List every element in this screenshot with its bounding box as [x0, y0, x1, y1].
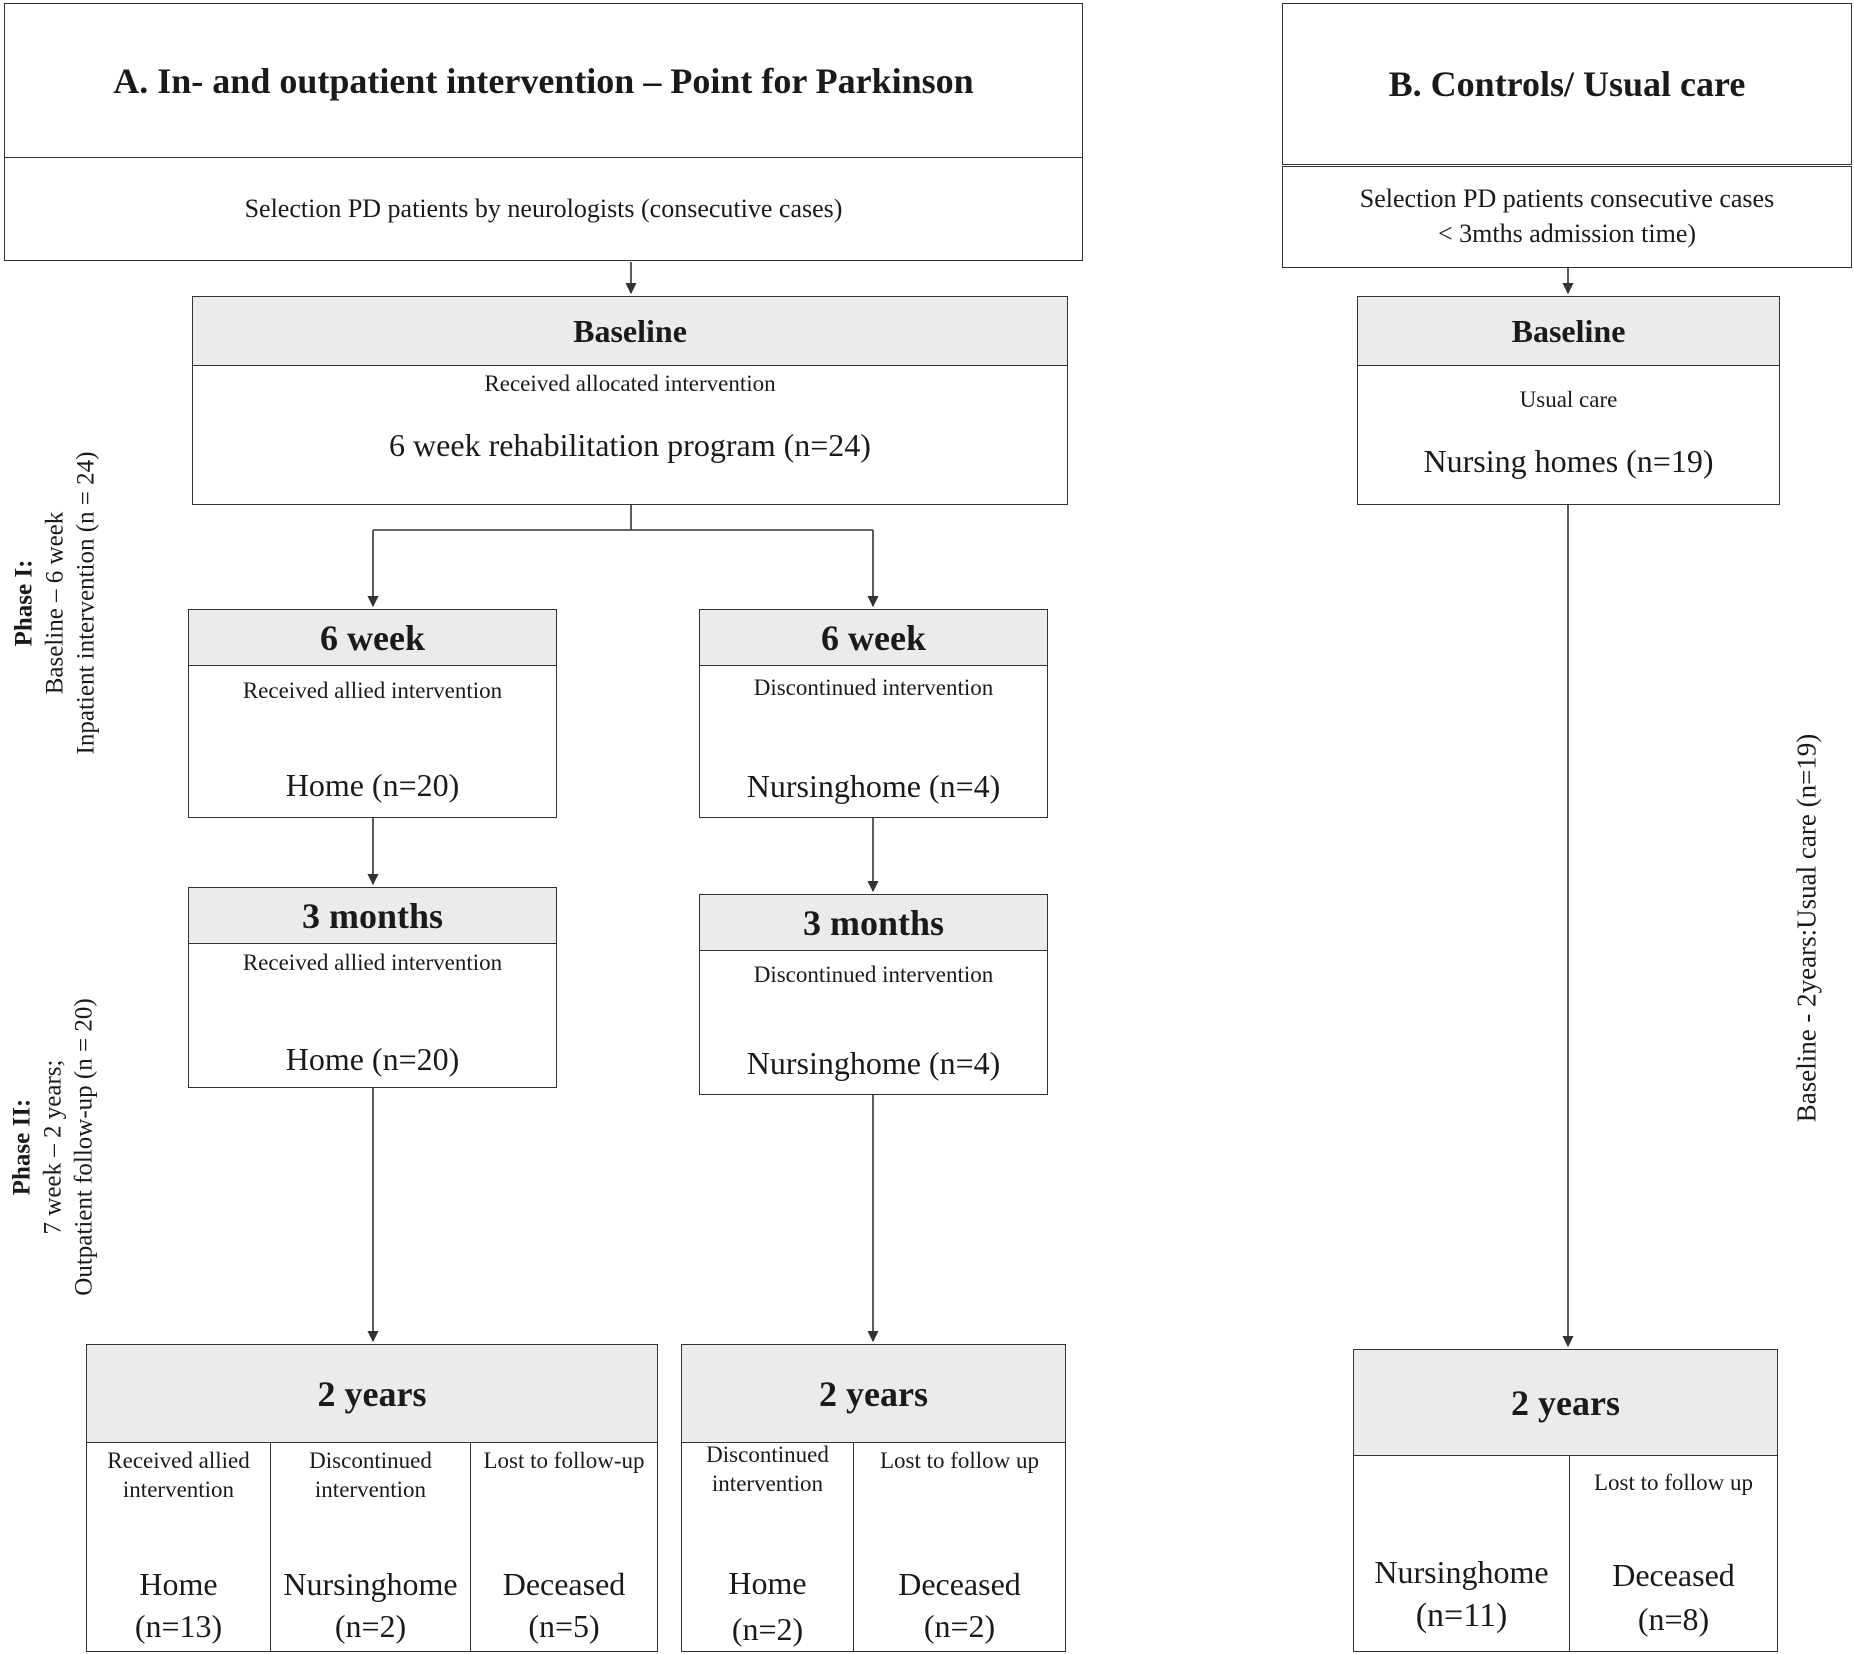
- week6-left-box: 6 week Received allied intervention Home…: [188, 609, 557, 818]
- panel-b-selection: Selection PD patients consecutive cases …: [1283, 181, 1851, 251]
- col-value-2: (n=2): [334, 1608, 407, 1644]
- years2-left-col-3: Lost to follow-up Deceased (n=5): [471, 1443, 657, 1651]
- panel-b-selection-box: Selection PD patients consecutive cases …: [1282, 166, 1852, 268]
- baseline-b-main: Nursing homes (n=19): [1423, 443, 1714, 479]
- years2-right-col-1: Discontinued intervention Home (n=2): [682, 1442, 854, 1651]
- years2-right-col-2: Lost to follow up Deceased (n=2): [854, 1443, 1065, 1651]
- months3-right-header: 3 months: [700, 895, 1047, 951]
- col-value-2: (n=2): [923, 1608, 996, 1644]
- col-value-1: Home: [139, 1566, 218, 1602]
- panel-b-selection-line-1: Selection PD patients consecutive cases: [1359, 184, 1775, 213]
- col-label-2: intervention: [711, 1471, 824, 1496]
- week6-right-box: 6 week Discontinued intervention Nursing…: [699, 609, 1048, 818]
- baseline-box-b: Baseline Usual care Nursing homes (n=19): [1357, 296, 1780, 505]
- years2-left-header: 2 years: [87, 1345, 657, 1443]
- months3-left-box: 3 months Received allied intervention Ho…: [188, 887, 557, 1088]
- panel-a-title-box: A. In- and outpatient intervention – Poi…: [4, 3, 1083, 261]
- col-value-1: Home: [728, 1565, 807, 1601]
- months3-right-box: 3 months Discontinued intervention Nursi…: [699, 894, 1048, 1095]
- years2-right-header: 2 years: [682, 1345, 1065, 1443]
- col-value-1: Nursinghome: [1374, 1554, 1549, 1590]
- col-value-2: (n=11): [1415, 1597, 1508, 1634]
- col-value-2: (n=2): [731, 1611, 804, 1647]
- week6-left-header: 6 week: [189, 610, 556, 666]
- years2-left-col-2: Discontinued intervention Nursinghome (n…: [271, 1443, 471, 1651]
- col-value-2: (n=13): [134, 1608, 223, 1644]
- col-value-1: Deceased: [502, 1566, 626, 1602]
- col-label-1: Discontinued: [309, 1448, 432, 1473]
- years2-left-columns: Received allied intervention Home (n=13)…: [87, 1443, 657, 1651]
- baseline-b-subtitle: Usual care: [1519, 387, 1618, 412]
- years2-left-col-1: Received allied intervention Home (n=13): [87, 1443, 271, 1651]
- years2-right-box: 2 years Discontinued intervention Home (…: [681, 1344, 1066, 1652]
- months3-right-subtitle: Discontinued intervention: [753, 962, 994, 987]
- col-label-1: Lost to follow-up: [483, 1448, 645, 1473]
- col-label-1: Received allied: [107, 1448, 250, 1473]
- years2-b-col-1: Nursinghome (n=11): [1354, 1456, 1570, 1651]
- years2-b-columns: Nursinghome (n=11) Lost to follow up Dec…: [1354, 1456, 1777, 1651]
- months3-left-subtitle: Received allied intervention: [242, 950, 503, 975]
- col-value-1: Nursinghome: [283, 1566, 458, 1602]
- panel-a-selection: Selection PD patients by neurologists (c…: [244, 194, 843, 223]
- week6-left-subtitle: Received allied intervention: [242, 678, 503, 703]
- panel-b-title-box: B. Controls/ Usual care: [1282, 3, 1852, 165]
- col-label-1: Discontinued: [706, 1442, 829, 1467]
- years2-right-columns: Discontinued intervention Home (n=2) Los…: [682, 1442, 1065, 1651]
- years2-b-col-2: Lost to follow up Deceased (n=8): [1570, 1456, 1777, 1651]
- panel-b-selection-line-2: < 3mths admission time): [1437, 219, 1697, 248]
- week6-left-main: Home (n=20): [285, 767, 460, 803]
- months3-right-main: Nursinghome (n=4): [746, 1045, 1001, 1081]
- baseline-subtitle: Received allocated intervention: [484, 371, 776, 396]
- col-label-1: Lost to follow up: [1593, 1470, 1754, 1495]
- week6-right-header: 6 week: [700, 610, 1047, 666]
- panel-b-title: B. Controls/ Usual care: [1388, 64, 1746, 104]
- baseline-b-header: Baseline: [1358, 297, 1779, 366]
- years2-b-header: 2 years: [1354, 1350, 1777, 1456]
- months3-left-header: 3 months: [189, 888, 556, 944]
- baseline-header: Baseline: [193, 297, 1067, 366]
- col-label-2: intervention: [314, 1477, 427, 1502]
- panel-a-title: A. In- and outpatient intervention – Poi…: [5, 4, 1082, 158]
- baseline-main: 6 week rehabilitation program (n=24): [389, 427, 871, 463]
- col-value-1: Deceased: [1612, 1557, 1735, 1593]
- week6-right-subtitle: Discontinued intervention: [753, 675, 994, 700]
- col-label-2: intervention: [122, 1477, 235, 1502]
- col-value-2: (n=8): [1637, 1601, 1710, 1637]
- years2-left-box: 2 years Received allied intervention Hom…: [86, 1344, 658, 1652]
- months3-left-main: Home (n=20): [285, 1041, 460, 1077]
- col-value-1: Deceased: [898, 1566, 1021, 1602]
- years2-b-box: 2 years Nursinghome (n=11) Lost to follo…: [1353, 1349, 1778, 1652]
- col-value-2: (n=5): [528, 1608, 600, 1644]
- baseline-box-a: Baseline Received allocated intervention…: [192, 296, 1068, 505]
- col-label-1: Lost to follow up: [879, 1448, 1040, 1473]
- week6-right-main: Nursinghome (n=4): [746, 768, 1001, 804]
